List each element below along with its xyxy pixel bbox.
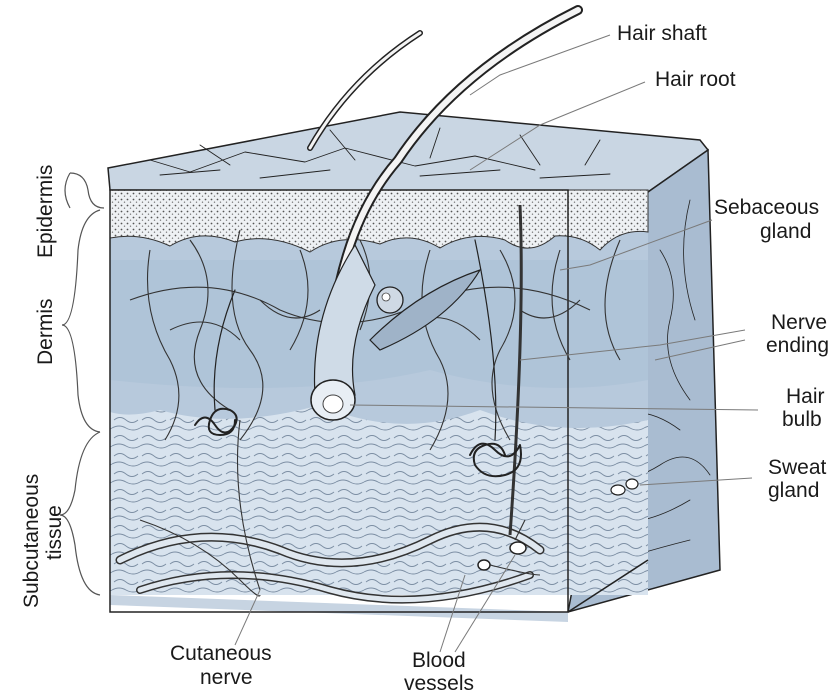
label-sweat-gland-line1: Sweat (768, 456, 827, 479)
label-sweat-gland-line2: gland (768, 479, 819, 502)
label-cutaneous-nerve-line1: Cutaneous (170, 642, 272, 665)
vessel-cut-end (510, 542, 526, 554)
label-hair-shaft: Hair shaft (617, 22, 707, 45)
label-epidermis: Epidermis (34, 165, 57, 258)
layer-brackets (60, 173, 104, 595)
vessel-cut-end (478, 560, 490, 570)
label-sebaceous-line1: Sebaceous (714, 196, 819, 219)
label-blood-vessels-line2: vessels (404, 672, 474, 695)
label-hair-bulb-line2: bulb (782, 408, 822, 431)
label-dermis: Dermis (34, 299, 57, 366)
label-nerve-ending-line1: Nerve (771, 311, 827, 334)
label-subcutaneous-line1: Subcutaneous (20, 474, 43, 608)
label-hair-bulb-line1: Hair (786, 385, 825, 408)
sebaceous-gland (377, 287, 403, 313)
label-cutaneous-nerve-line2: nerve (200, 666, 253, 689)
label-sebaceous-line2: gland (760, 220, 811, 243)
label-hair-root: Hair root (655, 68, 736, 91)
label-blood-vessels-line1: Blood (412, 649, 466, 672)
label-nerve-ending-line2: ending (766, 334, 829, 357)
label-subcutaneous-line2: tissue (43, 505, 66, 560)
